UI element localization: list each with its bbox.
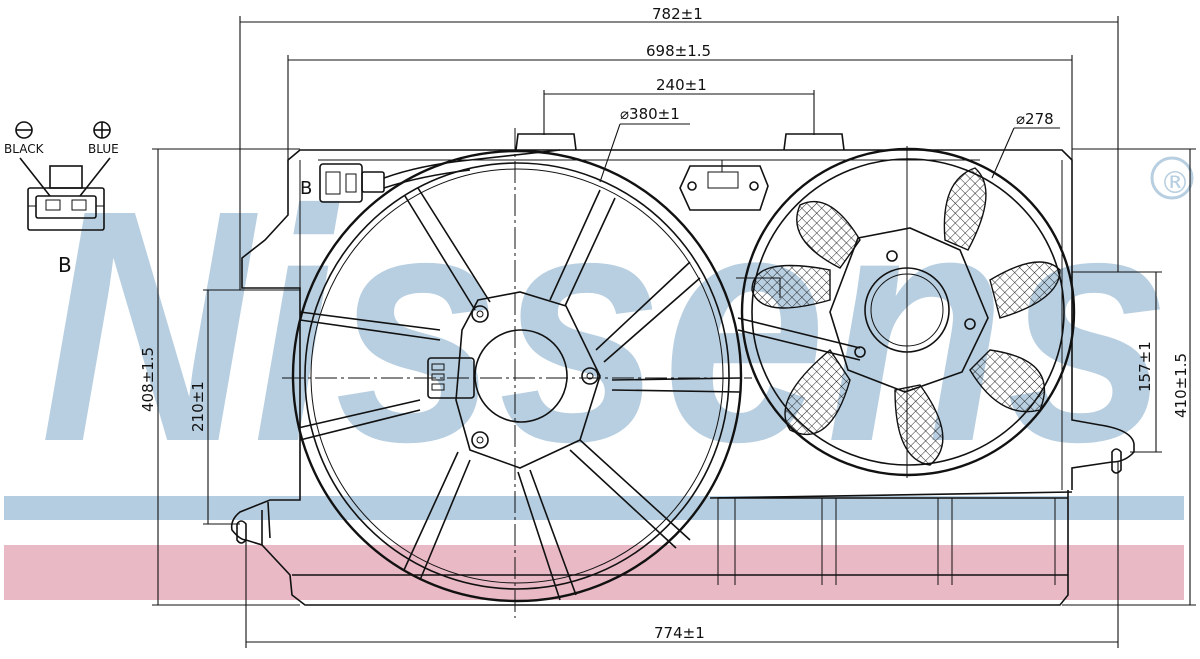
watermark-blue-band	[4, 496, 1184, 520]
watermark-pink-band	[4, 545, 1184, 600]
dim-overall-width: 782±1	[652, 5, 703, 23]
large-fan	[282, 128, 752, 618]
registered-mark: ®	[1160, 166, 1190, 201]
bottom-dimension: 774±1	[245, 462, 1119, 648]
watermark-logo: Nissens	[40, 141, 1170, 510]
connector-detail: BLACK BLUE B	[4, 121, 119, 277]
frame-connector: B	[300, 149, 561, 203]
dim-mount-spacing: 774±1	[654, 624, 705, 642]
small-fan	[740, 146, 1076, 478]
center-mount	[679, 160, 769, 211]
dim-right-offset: 157±1	[1136, 341, 1154, 392]
watermark: Nissens ®	[4, 141, 1194, 600]
dim-small-fan-diameter: ⌀278	[1016, 110, 1054, 128]
registered-circle	[1150, 156, 1194, 200]
dim-large-fan-diameter: ⌀380±1	[620, 105, 680, 123]
dim-mount-height: 210±1	[189, 381, 207, 432]
connector-view-label: B	[58, 253, 72, 277]
wire-black-label: BLACK	[4, 142, 45, 156]
top-dimensions: 782±1 698±1.5 240±1 ⌀380±1 ⌀278	[239, 5, 1119, 290]
wire-blue-label: BLUE	[88, 142, 119, 156]
dim-fan-spacing: 240±1	[656, 76, 707, 94]
dim-overall-height-right: 410±1.5	[1172, 353, 1190, 418]
dim-frame-width: 698±1.5	[646, 42, 711, 60]
right-dimensions: 157±1 410±1.5	[1062, 148, 1196, 606]
dim-overall-height-left: 408±1.5	[139, 347, 157, 412]
connector-view-marker: B	[300, 178, 312, 199]
left-dimensions: 408±1.5 210±1	[139, 148, 300, 606]
